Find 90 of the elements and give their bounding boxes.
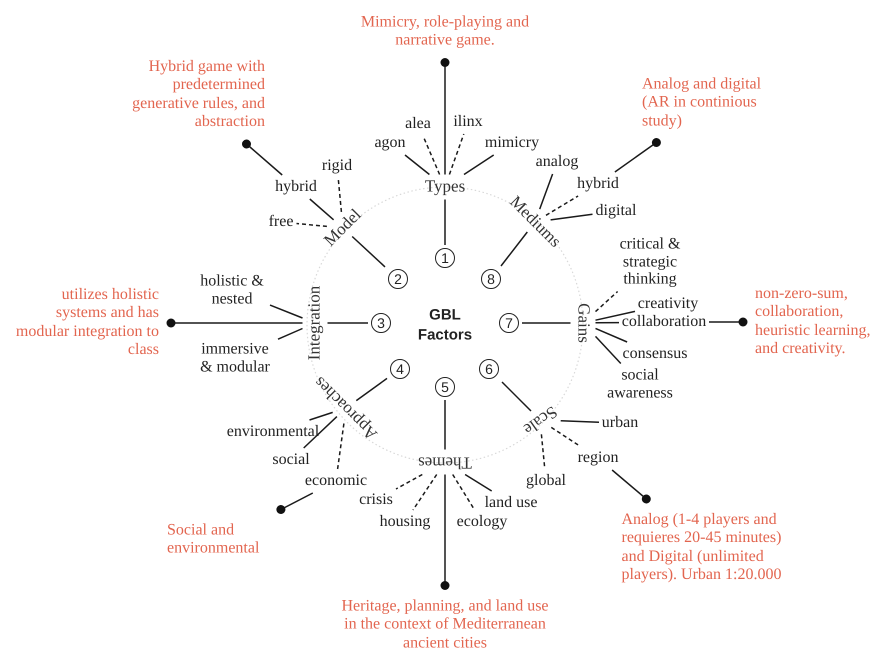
category-label: Themes <box>418 452 472 472</box>
connector-line <box>595 290 618 312</box>
connector-line <box>595 328 628 343</box>
connector-line <box>412 474 438 510</box>
connector-line <box>352 236 386 268</box>
connector-line <box>309 198 334 220</box>
connector-line <box>396 474 423 490</box>
option-label: creativity <box>638 295 698 313</box>
leader-line <box>242 140 283 176</box>
option-label: agon <box>374 134 406 152</box>
option-label: urban <box>602 414 638 432</box>
number-circle: 1 <box>435 248 455 268</box>
annotation-text: Social and environmental <box>167 522 277 558</box>
option-label: region <box>578 449 618 467</box>
annotation-text: utilizes holistic systems and has modular integration to class <box>9 286 159 360</box>
connector-line <box>539 174 554 210</box>
leader-line <box>440 474 450 590</box>
option-label: mimicry <box>484 134 540 152</box>
connector-line <box>560 420 600 423</box>
option-label: critical & strategic thinking <box>610 236 690 288</box>
option-label: social <box>272 451 310 469</box>
option-label: housing <box>380 513 430 531</box>
connector-line <box>501 381 532 412</box>
connector-line <box>550 213 593 221</box>
connector-line <box>422 136 440 175</box>
annotation-text: Analog and digital (AR in continious study) <box>642 75 782 131</box>
leader-line <box>614 138 661 173</box>
annotation-text: Mimicry, role-playing and narrative game. <box>350 14 540 50</box>
connector-line <box>404 154 430 176</box>
connector-line <box>452 474 476 510</box>
annotation-text: Hybrid game with predetermined generative rules, and abstraction <box>115 58 265 132</box>
connector-line <box>594 336 622 364</box>
option-label: ecology <box>456 513 508 531</box>
option-label: hybrid <box>275 178 317 196</box>
option-label: analog <box>536 153 578 171</box>
connector-line <box>328 322 368 324</box>
category-label: Gains <box>574 303 592 343</box>
option-label: economic <box>304 472 368 490</box>
connector-line <box>336 423 345 470</box>
option-label: hybrid <box>577 175 619 193</box>
connector-line <box>356 378 388 402</box>
leader-line <box>440 58 450 174</box>
option-label: global <box>526 472 566 490</box>
option-label: social awareness <box>595 366 685 402</box>
number-circle: 6 <box>479 359 499 379</box>
leader-line <box>709 318 748 326</box>
option-label: digital <box>596 202 636 220</box>
option-label: rigid <box>322 157 352 175</box>
connector-line <box>309 412 333 421</box>
option-label: holistic & nested <box>197 272 267 308</box>
option-label: free <box>268 213 294 231</box>
option-label: immersive & modular <box>195 340 275 376</box>
leader-line <box>276 492 314 514</box>
option-label: alea <box>405 115 431 133</box>
leader-line <box>612 469 651 504</box>
connector-line <box>303 416 338 449</box>
leader-line <box>166 318 302 328</box>
option-label: collaboration <box>622 313 706 331</box>
number-circle: 5 <box>435 377 455 397</box>
connector-line <box>296 222 327 228</box>
connector-line <box>444 400 446 450</box>
number-circle: 3 <box>371 313 391 333</box>
number-circle: 2 <box>388 269 408 289</box>
number-circle: 4 <box>390 359 410 379</box>
connector-line <box>464 154 494 176</box>
annotation-text: Heritage, planning, and land use in the context of Mediterranean ancient cities <box>340 597 550 653</box>
connector-line <box>444 200 446 245</box>
center-label: GBL Factors <box>415 306 475 344</box>
connector-line <box>270 304 303 319</box>
connector-line <box>546 195 578 216</box>
option-label: crisis <box>359 491 393 509</box>
option-label: ilinx <box>453 113 483 131</box>
option-label: land use <box>484 494 538 512</box>
connector-line <box>596 322 619 324</box>
connector-line <box>500 232 528 266</box>
annotation-text: Analog (1-4 players and requieres 20-45 minutes) and Digital (unlimited players). Urban 1:20.000 <box>622 511 786 585</box>
number-circle: 8 <box>481 269 501 289</box>
category-label: Types <box>424 178 466 196</box>
connector-line <box>522 322 570 324</box>
category-label: Scale <box>520 402 560 438</box>
connector-line <box>448 134 464 175</box>
annotation-text: non-zero-sum, collaboration, heuristic learning, and creativity. <box>755 285 889 359</box>
connector-line <box>337 178 342 212</box>
connector-line <box>595 310 636 321</box>
connector-line <box>550 426 580 447</box>
category-label: Integration <box>306 286 324 360</box>
connector-line <box>464 474 492 492</box>
connector-line <box>278 328 303 340</box>
option-label: consensus <box>622 345 688 363</box>
number-circle: 7 <box>499 313 519 333</box>
